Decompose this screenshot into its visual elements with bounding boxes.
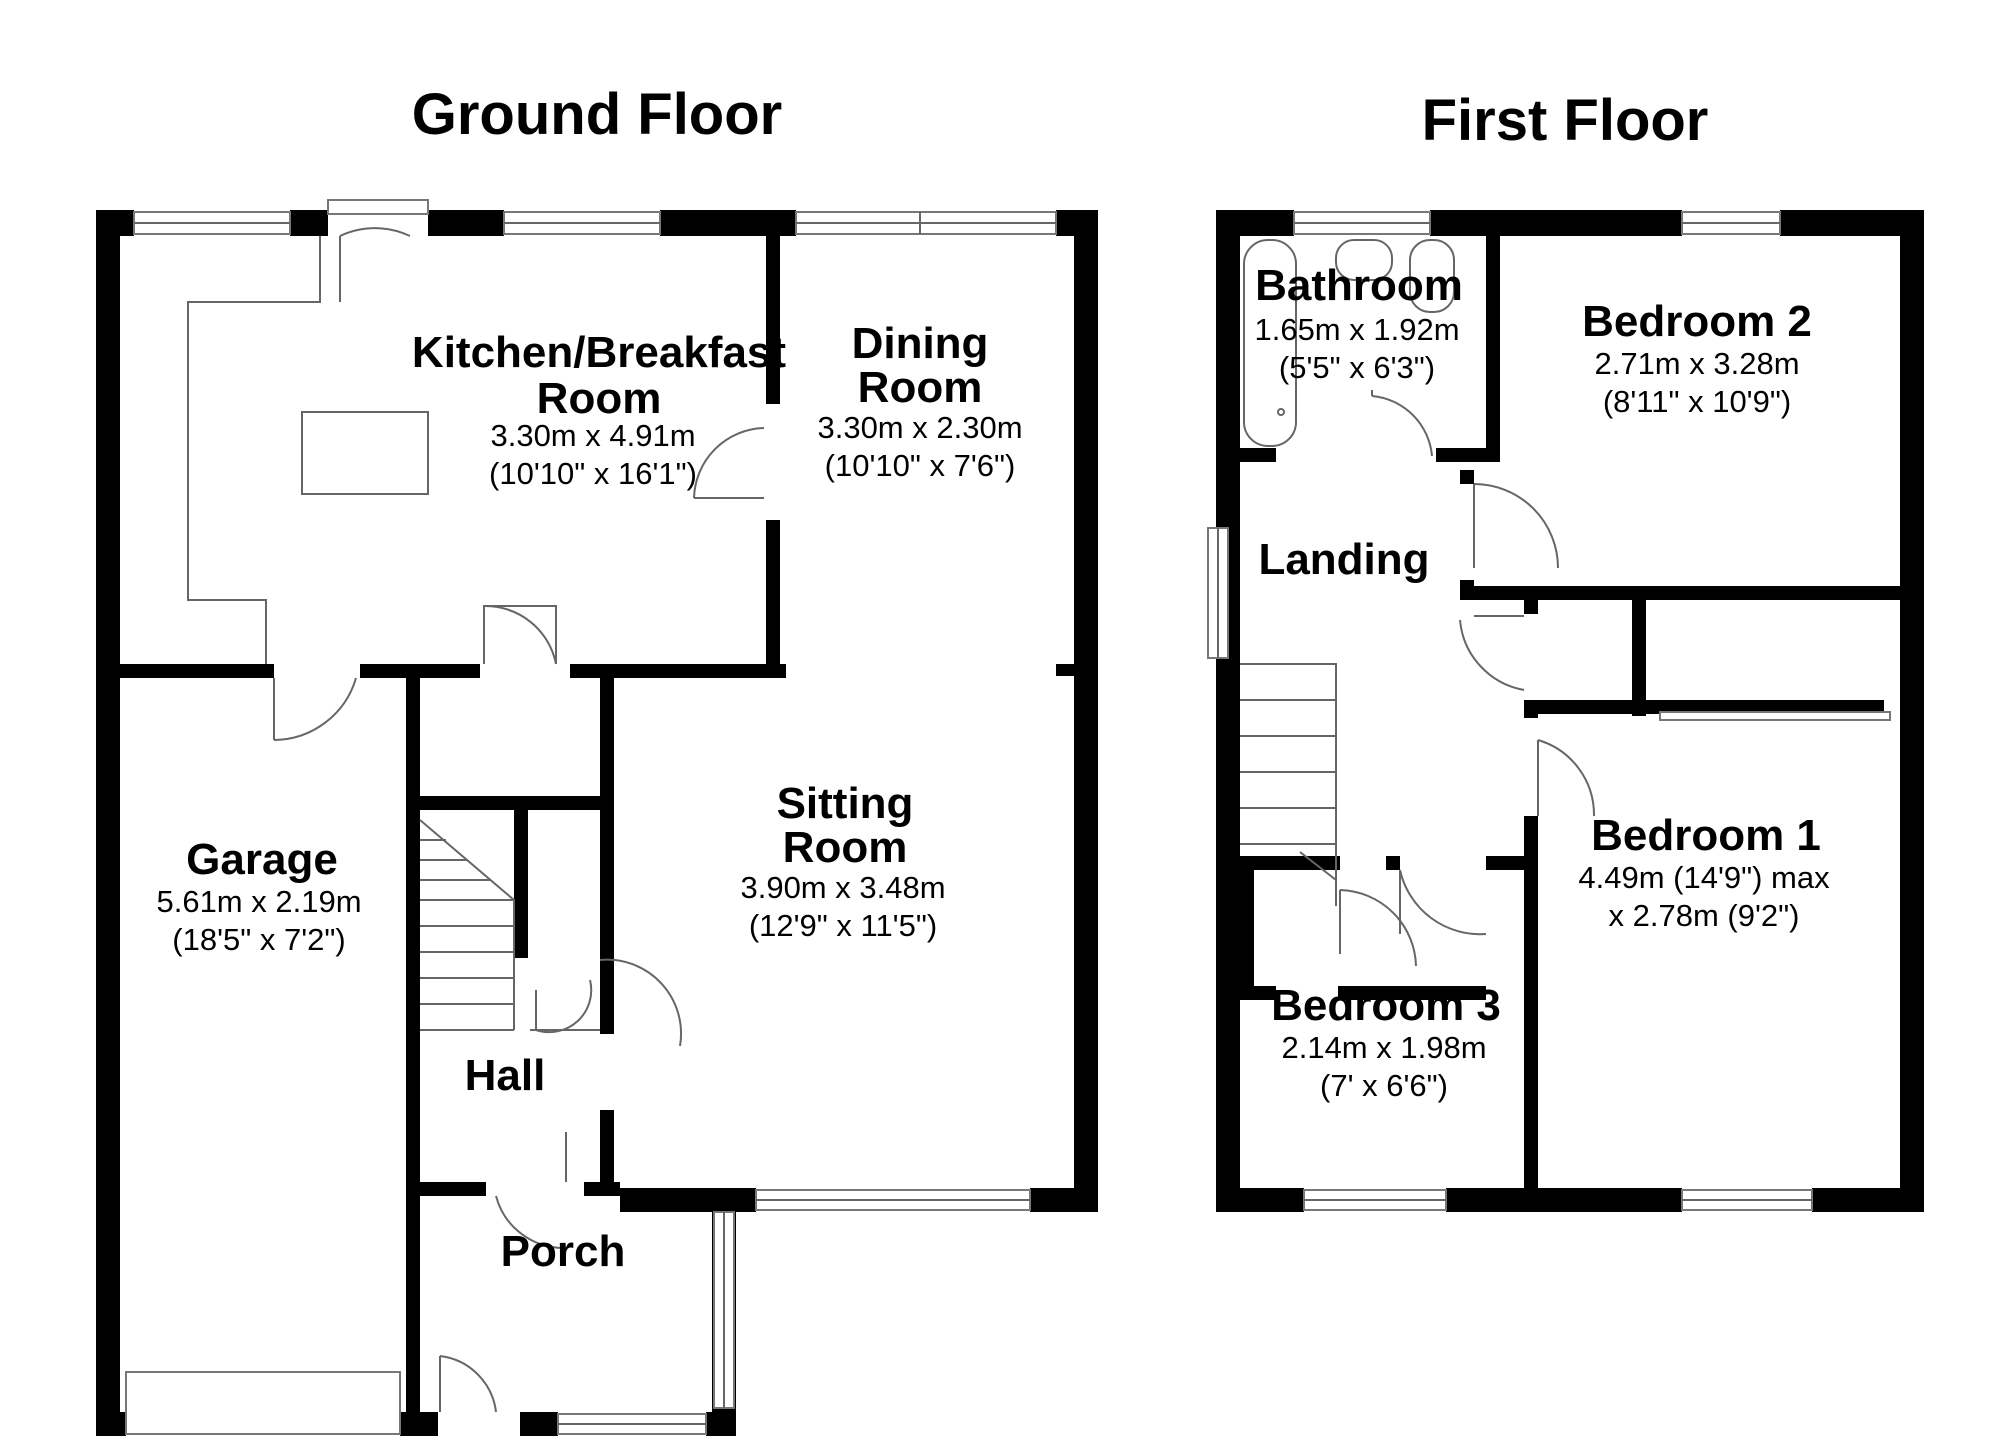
- wall: [584, 1182, 620, 1196]
- first-stairs: [1240, 663, 1337, 906]
- first-doors: [1339, 390, 1596, 967]
- kitchen-dimensions: 3.30m x 4.91m: [490, 418, 695, 453]
- wall: [766, 520, 780, 676]
- wall: [1486, 236, 1500, 460]
- wall: [1524, 700, 1538, 718]
- hall-name: Hall: [465, 1051, 546, 1100]
- back-door-frame: [327, 199, 429, 215]
- wall: [1056, 664, 1074, 676]
- wall: [600, 1110, 614, 1190]
- bedroom2-dimensions: 2.71m x 3.28m: [1594, 346, 1799, 381]
- wall: [1240, 448, 1276, 462]
- garage-dimensions: 5.61m x 2.19m: [156, 884, 361, 919]
- wall: [1338, 986, 1486, 1000]
- dining-dimensions: 3.30m x 2.30m: [817, 410, 1022, 445]
- ground-doors: [273, 227, 765, 1413]
- sitting-dimensions: 3.90m x 3.48m: [740, 870, 945, 905]
- wall: [1216, 210, 1294, 236]
- bedroom1-dimensions: 4.49m (14'9") max: [1578, 860, 1830, 895]
- wall: [1812, 1188, 1924, 1212]
- kitchen-counter: [187, 236, 321, 664]
- bedroom1-dimensions-2: x 2.78m (9'2"): [1609, 898, 1800, 933]
- bedroom3-dimensions: 2.14m x 1.98m: [1281, 1030, 1486, 1065]
- wall: [1216, 1188, 1304, 1212]
- wall: [1386, 856, 1400, 870]
- wall: [290, 210, 328, 236]
- wall: [1030, 1188, 1098, 1212]
- wall: [96, 210, 134, 236]
- kitchen-dimensions-imperial: (10'10" x 16'1"): [489, 456, 697, 491]
- wall: [1460, 470, 1474, 484]
- wall: [706, 1412, 736, 1436]
- ground-floor: Ground Floor Kitchen/Breakfast Room 3.30…: [96, 82, 1098, 1436]
- first-floor-title: First Floor: [1422, 88, 1709, 153]
- bathroom-fittings: [1243, 239, 1455, 447]
- garage-dimensions-imperial: (18'5" x 7'2"): [172, 922, 345, 957]
- bathroom-name: Bathroom: [1255, 261, 1463, 310]
- wall: [766, 236, 780, 404]
- kitchen-name-2: Room: [537, 374, 662, 423]
- wall: [1216, 210, 1240, 1212]
- wall: [96, 664, 274, 678]
- dining-name-2: Room: [858, 363, 983, 412]
- toilet: [1409, 239, 1455, 313]
- wall: [1900, 210, 1924, 1212]
- wall: [1524, 600, 1538, 614]
- bedroom1-name: Bedroom 1: [1591, 811, 1821, 860]
- kitchen-island: [301, 411, 429, 495]
- wall: [514, 808, 528, 958]
- wall: [1446, 1188, 1682, 1212]
- wall: [1460, 586, 1900, 600]
- wall: [570, 664, 786, 678]
- sitting-name: Sitting: [777, 779, 914, 828]
- wall: [1240, 986, 1276, 1000]
- garage-name: Garage: [186, 835, 338, 884]
- wardrobe-doors: [1659, 711, 1891, 721]
- wall: [406, 796, 614, 810]
- porch-name: Porch: [501, 1227, 626, 1276]
- bedroom2-name: Bedroom 2: [1582, 297, 1812, 346]
- wall: [1436, 448, 1500, 462]
- bathroom-dimensions-imperial: (5'5" x 6'3"): [1279, 350, 1435, 385]
- dining-name: Dining: [852, 319, 989, 368]
- bathroom-dimensions: 1.65m x 1.92m: [1254, 312, 1459, 347]
- wall: [406, 678, 420, 1436]
- bedroom3-name: Bedroom 3: [1271, 981, 1501, 1030]
- wall: [660, 210, 796, 236]
- ground-stairs: [419, 819, 515, 1031]
- wall: [360, 664, 480, 678]
- wall: [600, 678, 614, 1034]
- sitting-name-2: Room: [783, 823, 908, 872]
- wall: [1430, 210, 1682, 236]
- wall: [96, 210, 120, 1436]
- wall: [1524, 816, 1538, 1212]
- wall: [1074, 210, 1098, 1212]
- bedroom2-dimensions-imperial: (8'11" x 10'9"): [1603, 384, 1791, 419]
- wall: [1632, 600, 1646, 716]
- dining-dimensions-imperial: (10'10" x 7'6"): [825, 448, 1016, 483]
- wall: [1486, 856, 1524, 870]
- wall: [1240, 870, 1254, 986]
- bedroom3-dimensions-imperial: (7' x 6'6"): [1320, 1068, 1448, 1103]
- ground-floor-title: Ground Floor: [412, 82, 783, 147]
- sitting-dimensions-imperial: (12'9" x 11'5"): [749, 908, 937, 943]
- wall: [1240, 856, 1340, 870]
- bath: [1243, 239, 1297, 447]
- wall: [520, 1412, 558, 1436]
- garage-door: [125, 1371, 401, 1435]
- kitchen-name: Kitchen/Breakfast: [412, 328, 786, 377]
- first-floor: First Floor Bathroom 1.65m x 1.92m (5'5"…: [1207, 88, 1924, 1212]
- sink: [1335, 239, 1393, 281]
- wall: [1524, 700, 1884, 714]
- wall: [406, 1182, 486, 1196]
- wall: [96, 1412, 126, 1436]
- landing-name: Landing: [1258, 535, 1429, 584]
- wall: [428, 210, 504, 236]
